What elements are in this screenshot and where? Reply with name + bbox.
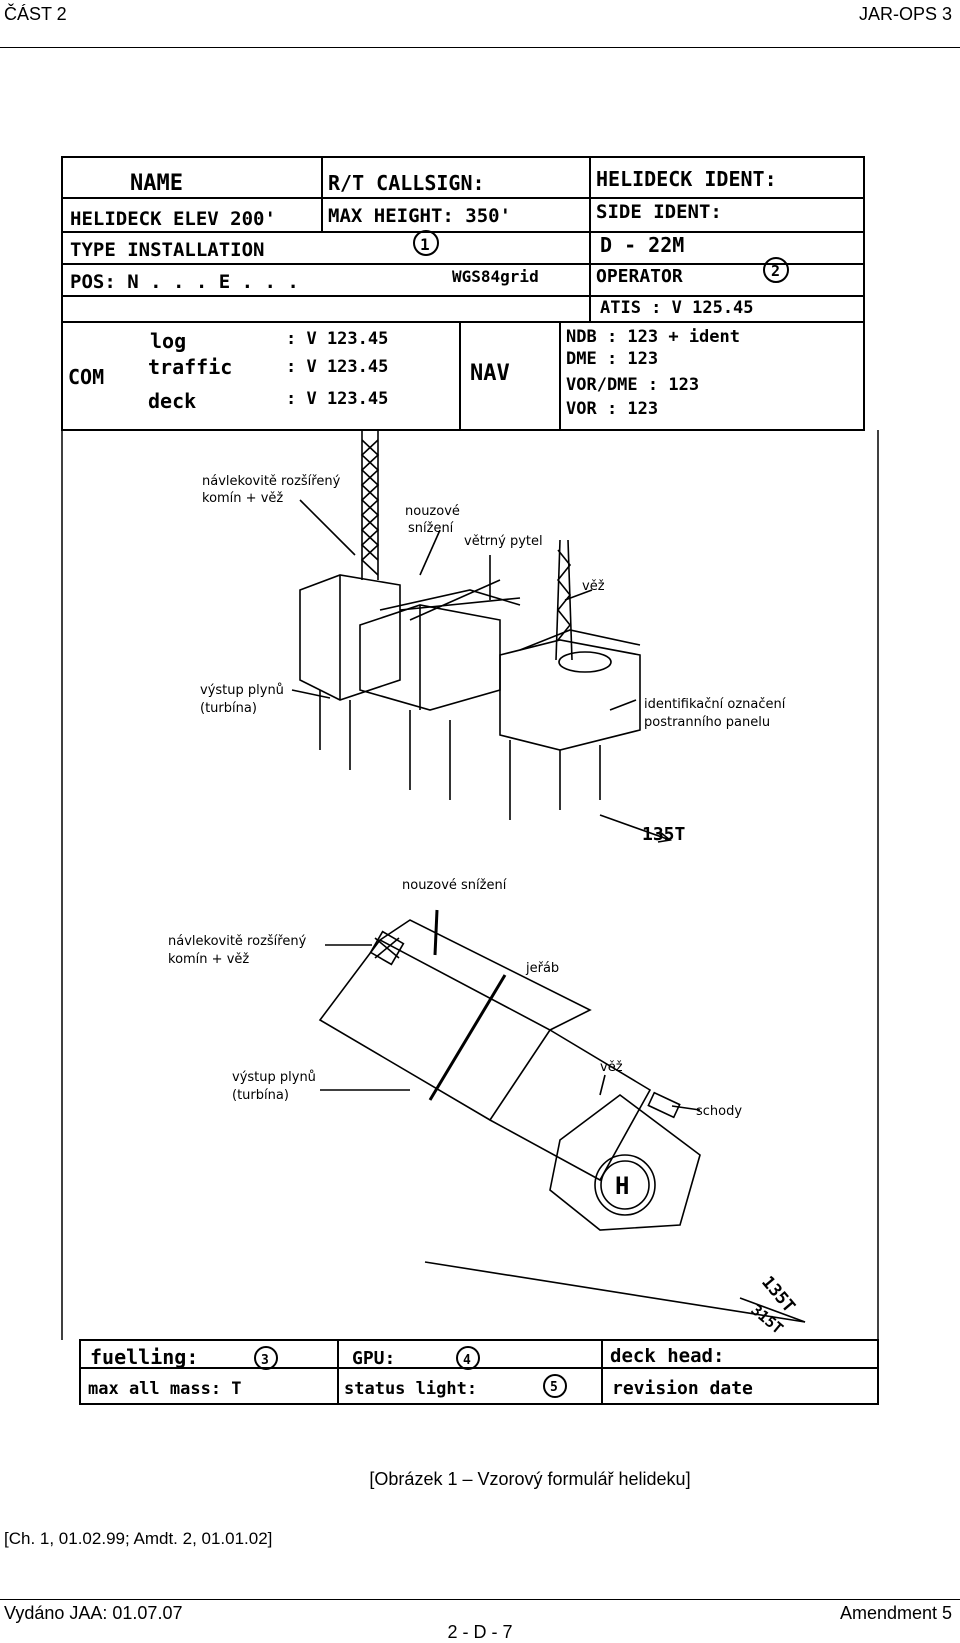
- form-ndb: NDB : 123 + ident: [566, 327, 740, 347]
- form-traffic-freq: : V 123.45: [286, 357, 388, 377]
- label-heli-letter: H: [615, 1172, 629, 1200]
- label-crane: jeřáb: [525, 961, 559, 976]
- form-status-light: status light:: [344, 1379, 477, 1399]
- label-flare-bottom-1: návlekovitě rozšířený: [168, 934, 307, 949]
- label-bearing-top: 135T: [642, 824, 686, 845]
- form-log-freq: : V 123.45: [286, 329, 388, 349]
- form-log: log: [150, 329, 186, 353]
- form-bottom-frame: [79, 1339, 879, 1405]
- form-side-ident: SIDE IDENT:: [596, 201, 722, 223]
- label-tower-top: věž: [582, 579, 605, 594]
- form-max-mass: max all mass: T: [88, 1379, 242, 1399]
- label-gas-outlet-top-2: (turbína): [200, 701, 257, 716]
- label-stairs: schody: [696, 1104, 742, 1119]
- form-deck: deck: [148, 389, 196, 413]
- form-max-height: MAX HEIGHT: 350': [328, 205, 511, 227]
- label-emergency-lower-2: snížení: [408, 521, 454, 536]
- footer-issued: Vydáno JAA: 01.07.07: [4, 1603, 183, 1623]
- label-gas-outlet-bottom-2: (turbína): [232, 1088, 289, 1103]
- form-top-frame: [61, 156, 865, 431]
- form-status-marker: 5: [550, 1380, 558, 1395]
- figure-caption-text: [Obrázek 1 – Vzorový formulář helideku]: [369, 1469, 691, 1489]
- label-gas-outlet-bottom-1: výstup plynů: [232, 1070, 316, 1085]
- header-divider: [0, 47, 960, 48]
- marker-circle-5: [543, 1374, 567, 1398]
- marker-circle-2: [763, 257, 789, 283]
- form-fuelling-marker: 3: [261, 1353, 269, 1368]
- form-gpu: GPU:: [352, 1348, 395, 1369]
- footer-divider: [0, 1599, 960, 1600]
- form-operator: OPERATOR: [596, 266, 683, 287]
- form-type-installation: TYPE INSTALLATION: [70, 239, 264, 261]
- page-number: 2 - D - 7: [447, 1622, 513, 1642]
- form-fuelling: fuelling:: [90, 1345, 198, 1369]
- amendment-note: [Ch. 1, 01.02.99; Amdt. 2, 01.01.02]: [4, 1529, 273, 1548]
- marker-circle-4: [456, 1346, 480, 1370]
- label-panel-id-1: identifikační označení: [644, 697, 786, 712]
- label-gas-outlet-top-1: výstup plynů: [200, 683, 284, 698]
- helideck-form-figure: NAME R/T CALLSIGN: HELIDECK IDENT: HELID…: [61, 156, 879, 1405]
- platform-perspective-drawing: [291, 430, 672, 843]
- form-vordme: VOR/DME : 123: [566, 375, 699, 395]
- label-flare-top-2: komín + věž: [202, 491, 283, 506]
- form-nav: NAV: [470, 361, 510, 386]
- form-helideck-ident: HELIDECK IDENT:: [596, 167, 777, 191]
- footer-amendment: Amendment 5: [839, 1603, 952, 1623]
- figure-caption: [Obrázek 1 – Vzorový formulář helideku]: [0, 1469, 960, 1490]
- label-tower-bottom: věž: [600, 1060, 623, 1075]
- header-part: ČÁST 2: [4, 4, 67, 24]
- label-flare-top-1: návlekovitě rozšířený: [202, 474, 341, 489]
- form-vor: VOR : 123: [566, 399, 658, 419]
- header-doc-id: JAR-OPS 3: [858, 4, 952, 24]
- form-rt-callsign: R/T CALLSIGN:: [328, 171, 485, 195]
- form-com: COM: [68, 365, 104, 389]
- form-gpu-marker: 4: [463, 1353, 471, 1368]
- form-atis: ATIS : V 125.45: [600, 298, 754, 318]
- label-panel-id-2: postranního panelu: [644, 715, 770, 730]
- form-name: NAME: [130, 171, 183, 196]
- form-deck-freq: : V 123.45: [286, 389, 388, 409]
- marker-circle-1: [413, 230, 439, 256]
- form-type-marker: 1: [420, 235, 430, 254]
- form-traffic: traffic: [148, 355, 232, 379]
- label-windsock: větrný pytel: [464, 534, 543, 549]
- label-emergency-lower-1: nouzové: [405, 504, 460, 519]
- form-operator-marker: 2: [771, 262, 780, 280]
- platform-plan-drawing: [318, 909, 806, 1323]
- label-emergency-lower-bottom: nouzové snížení: [402, 878, 507, 893]
- form-dme: DME : 123: [566, 349, 658, 369]
- form-d-value: D - 22M: [600, 233, 684, 257]
- label-flare-bottom-2: komín + věž: [168, 952, 249, 967]
- form-deck-head: deck head:: [610, 1345, 724, 1367]
- form-pos: POS: N . . . E . . .: [70, 271, 299, 293]
- form-wgs: WGS84grid: [452, 267, 539, 286]
- form-helideck-elev: HELIDECK ELEV 200': [70, 208, 276, 230]
- marker-circle-3: [254, 1346, 278, 1370]
- form-revision-date: revision date: [612, 1378, 753, 1399]
